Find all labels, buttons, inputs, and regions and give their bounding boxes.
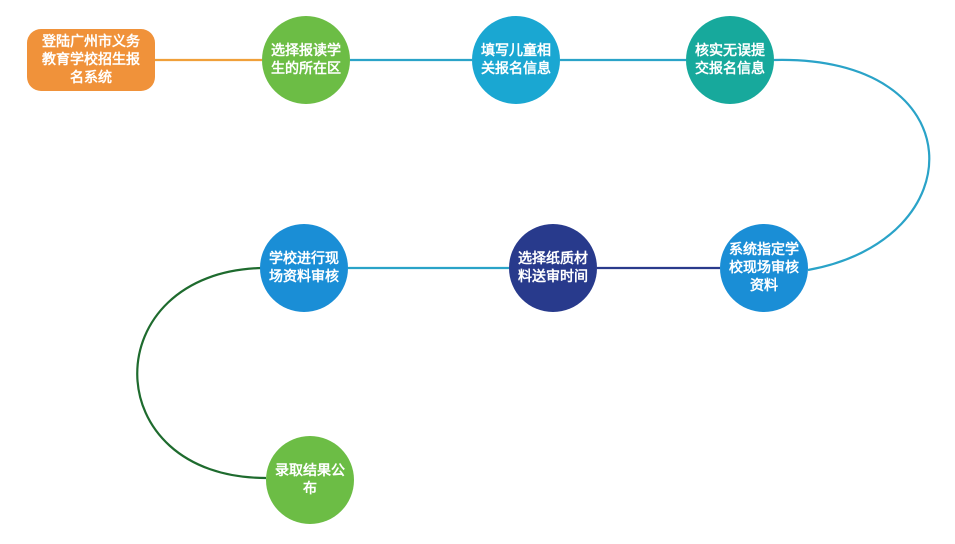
- step-fill-child-info-label: 填写儿童相关报名信息: [481, 43, 551, 77]
- step-login-system: 登陆广州市义务教育学校招生报名系统: [27, 29, 155, 91]
- step-fill-child-info: 填写儿童相关报名信息: [472, 16, 560, 104]
- step-select-district: 选择报读学生的所在区: [262, 16, 350, 104]
- step-admission-results-label: 录取结果公布: [275, 463, 345, 497]
- step-verify-submit: 核实无误提交报名信息: [686, 16, 774, 104]
- connector-7-8: [136, 266, 267, 480]
- step-school-onsite-review: 学校进行现场资料审核: [260, 224, 348, 312]
- step-verify-submit-label: 核实无误提交报名信息: [695, 43, 765, 77]
- step-choose-paper-review-time: 选择纸质材料送审时间: [509, 224, 597, 312]
- step-login-system-label: 登陆广州市义务教育学校招生报名系统: [42, 34, 140, 86]
- step-system-assign-school-label: 系统指定学校现场审核资料: [729, 242, 799, 294]
- step-admission-results: 录取结果公布: [266, 436, 354, 524]
- step-select-district-label: 选择报读学生的所在区: [271, 43, 341, 77]
- step-school-onsite-review-label: 学校进行现场资料审核: [269, 251, 339, 285]
- step-choose-paper-review-time-label: 选择纸质材料送审时间: [518, 251, 588, 285]
- connector-4-5: [773, 58, 931, 272]
- step-system-assign-school: 系统指定学校现场审核资料: [720, 224, 808, 312]
